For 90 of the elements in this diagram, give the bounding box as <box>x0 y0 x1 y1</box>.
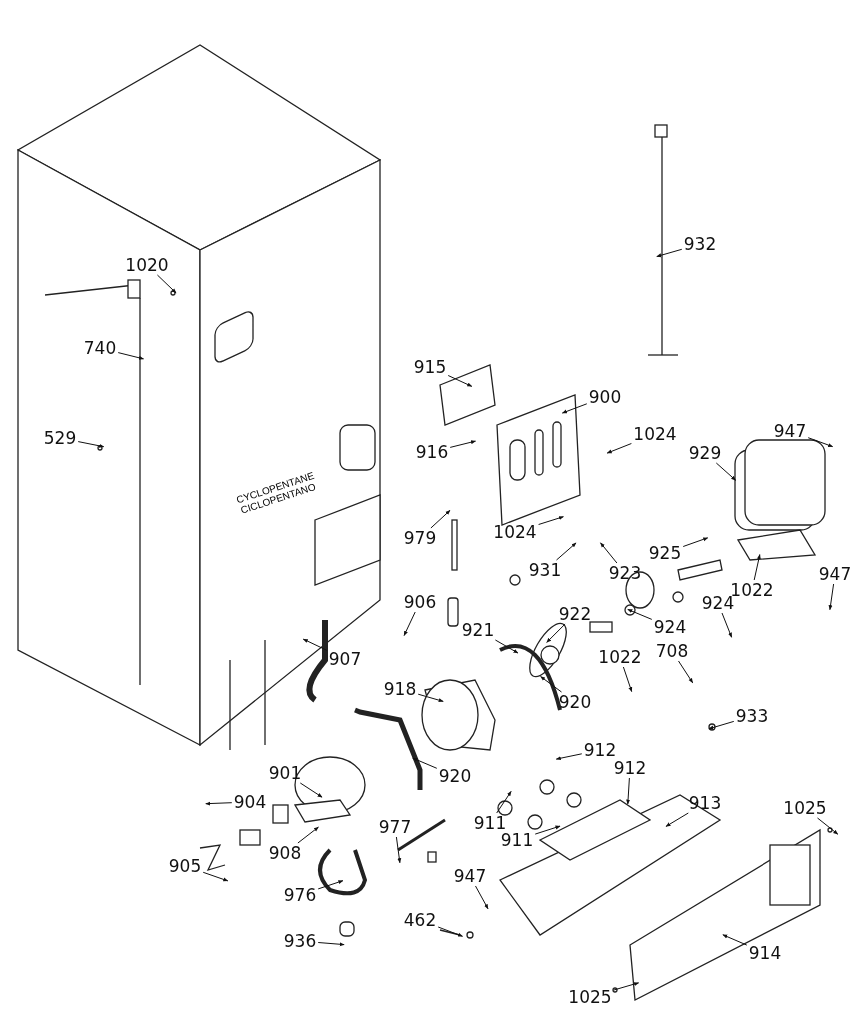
leader-line <box>538 516 564 525</box>
leader-line <box>665 812 689 827</box>
callout-number: 921 <box>460 621 496 639</box>
leader-line <box>317 880 344 890</box>
leader-line <box>678 660 694 684</box>
leader-line <box>403 611 416 636</box>
leader-line <box>656 248 683 258</box>
leader-line <box>117 352 144 360</box>
callout-number: 933 <box>734 707 770 725</box>
leader-line <box>430 509 451 529</box>
leader-line <box>561 403 588 414</box>
leader-line <box>437 926 463 937</box>
callout-number: 900 <box>587 388 623 406</box>
callout-number: 1025 <box>782 799 828 817</box>
leader-line <box>77 441 105 448</box>
leader-line <box>722 934 748 946</box>
callout-number: 924 <box>652 618 688 636</box>
leader-line <box>540 676 562 693</box>
callout-number: 936 <box>282 932 318 950</box>
callout-number: 923 <box>607 564 643 582</box>
leader-line <box>534 825 561 835</box>
callout-number: 1024 <box>632 425 678 443</box>
leader-line <box>627 608 653 620</box>
leader-line <box>556 542 577 561</box>
callout-number: 1022 <box>597 648 643 666</box>
callout-number: 529 <box>42 429 78 447</box>
callout-number: 947 <box>452 867 488 885</box>
callout-number: 947 <box>817 565 853 583</box>
callout-number: 916 <box>414 443 450 461</box>
callout-number: 918 <box>382 680 418 698</box>
callout-number: 905 <box>167 857 203 875</box>
callout-number: 911 <box>499 831 535 849</box>
leader-line <box>494 639 519 654</box>
callout-number: 925 <box>647 544 683 562</box>
leader-line <box>202 871 229 882</box>
callout-number: 912 <box>612 759 648 777</box>
leader-line <box>606 443 632 454</box>
leader-line <box>546 623 566 643</box>
leader-line <box>828 583 835 611</box>
leader-line <box>297 826 319 844</box>
callout-number: 915 <box>412 358 448 376</box>
leader-line <box>317 942 345 947</box>
leader-line <box>417 693 444 703</box>
callout-number: 462 <box>402 911 438 929</box>
leader-line <box>412 757 438 769</box>
leader-line <box>682 537 709 547</box>
leader-line <box>622 666 633 693</box>
callout-number: 920 <box>557 693 593 711</box>
leader-line <box>708 720 735 730</box>
callout-number: 740 <box>82 339 118 357</box>
callout-number: 911 <box>472 814 508 832</box>
leader-line <box>299 782 323 798</box>
callout-number: 929 <box>687 444 723 462</box>
leader-line <box>156 274 177 294</box>
leader-line <box>449 440 476 448</box>
callout-number: 1024 <box>492 523 538 541</box>
callout-number: 912 <box>582 741 618 759</box>
leader-line <box>496 790 512 814</box>
callout-number: 908 <box>267 844 303 862</box>
leader-line <box>600 542 618 564</box>
callout-number: 913 <box>687 794 723 812</box>
callout-number: 931 <box>527 561 563 579</box>
callout-number: 906 <box>402 593 438 611</box>
leader-line <box>613 982 640 991</box>
callout-number: 947 <box>772 422 808 440</box>
leader-line <box>807 437 834 448</box>
callout-number: 904 <box>232 793 268 811</box>
callout-number: 932 <box>682 235 718 253</box>
leader-line <box>475 885 489 910</box>
callout-number: 920 <box>437 767 473 785</box>
leader-line <box>715 462 737 481</box>
leader-line <box>205 801 233 806</box>
leader-line <box>626 777 631 805</box>
callout-number: 907 <box>327 650 363 668</box>
callout-number: 976 <box>282 886 318 904</box>
leader-line <box>395 836 402 864</box>
leader-line <box>753 554 761 581</box>
callout-number: 922 <box>557 605 593 623</box>
callout-number: 901 <box>267 764 303 782</box>
callout-number: 977 <box>377 818 413 836</box>
callout-number: 914 <box>747 944 783 962</box>
callout-number: 708 <box>654 642 690 660</box>
leader-line <box>721 612 733 638</box>
callout-number: 1025 <box>567 988 613 1006</box>
callout-number: 979 <box>402 529 438 547</box>
leader-line <box>817 817 839 835</box>
leader-line <box>555 753 583 761</box>
leader-line <box>302 638 328 651</box>
callout-number: 1020 <box>124 256 170 274</box>
leader-line <box>447 375 473 387</box>
